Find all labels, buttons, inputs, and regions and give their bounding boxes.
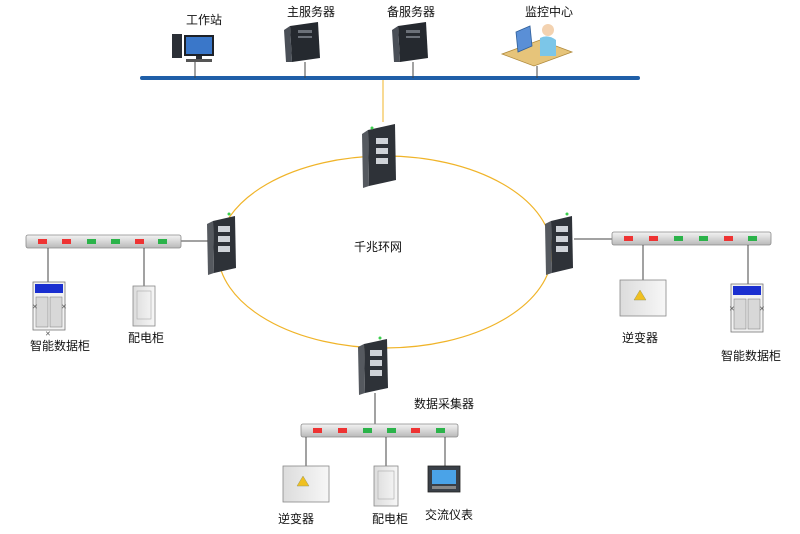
monitor-center-icon <box>500 24 574 67</box>
svg-text:✕: ✕ <box>45 330 51 338</box>
left-distribution-cabinet-label: 配电柜 <box>128 331 165 345</box>
main-server-label: 主服务器 <box>287 5 336 19</box>
svg-text:✕: ✕ <box>759 305 765 313</box>
svg-text:✕: ✕ <box>61 303 67 311</box>
smart-data-cabinet-left-icon: ✕ ✕ ✕ <box>32 281 67 338</box>
main-server-icon <box>284 22 320 62</box>
inverter-right-icon <box>619 279 667 317</box>
backup-server-label: 备服务器 <box>387 5 436 19</box>
workstation-label: 工作站 <box>186 13 223 27</box>
bottom-inverter-label: 逆变器 <box>278 512 315 526</box>
smart-data-cabinet-right-icon: ✕ ✕ <box>729 283 765 333</box>
distribution-cabinet-bottom-icon <box>373 465 399 507</box>
svg-text:✕: ✕ <box>729 305 735 313</box>
ac-meter-icon <box>427 465 461 493</box>
backup-server-icon <box>392 22 428 62</box>
bottom-distribution-cabinet-label: 配电柜 <box>372 512 409 526</box>
ring-switch-bottom-icon <box>358 336 388 395</box>
ring-switch-right-icon <box>545 212 573 275</box>
right-inverter-label: 逆变器 <box>622 331 659 345</box>
left-data-cabinet-label: 智能数据柜 <box>30 339 91 353</box>
distribution-cabinet-left-icon <box>132 285 156 327</box>
monitor-center-label: 监控中心 <box>525 5 574 19</box>
ring-switch-top-icon <box>362 124 396 188</box>
left-hub-icon <box>25 234 182 249</box>
ring-label: 千兆环网 <box>354 240 403 254</box>
collector-label: 数据采集器 <box>414 397 475 411</box>
ring-switch-left-icon <box>207 212 236 275</box>
right-data-cabinet-label: 智能数据柜 <box>721 349 782 363</box>
bottom-hub-icon <box>300 423 459 438</box>
svg-text:✕: ✕ <box>32 303 38 311</box>
ac-meter-label: 交流仪表 <box>425 508 474 522</box>
inverter-bottom-icon <box>282 465 330 503</box>
right-hub-icon <box>611 231 772 246</box>
workstation-icon <box>172 34 214 62</box>
